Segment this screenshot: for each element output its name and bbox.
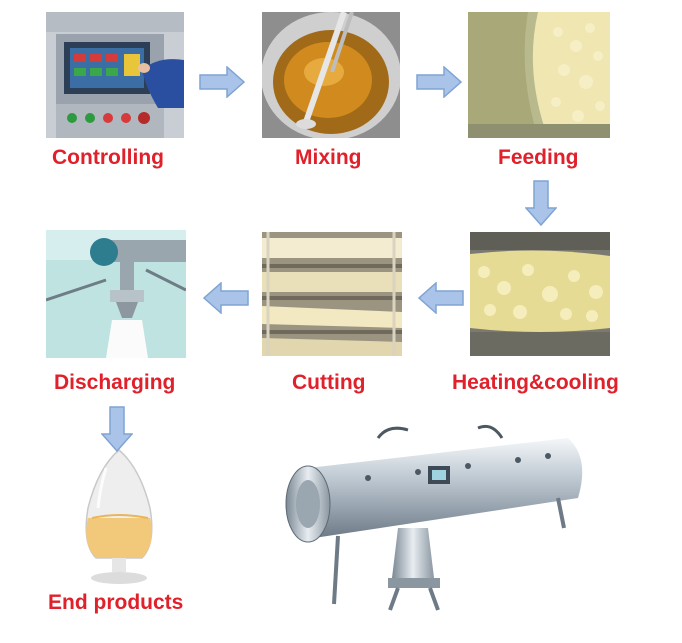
arrow-left-icon	[203, 282, 249, 314]
feeding-photo	[468, 12, 610, 138]
arrow-right-icon	[416, 66, 462, 98]
arrow-right-icon	[199, 66, 245, 98]
controlling-photo	[46, 12, 184, 138]
arrow-down-icon	[525, 180, 557, 226]
arrow-down-icon	[101, 406, 133, 452]
mixing-photo	[262, 12, 400, 138]
heating-cooling-photo	[470, 232, 610, 356]
step-label-heating-cooling: Heating&cooling	[452, 371, 619, 394]
dryer-machine-illustration	[278, 418, 600, 616]
end-products-label: End products	[48, 591, 184, 614]
discharging-photo	[46, 230, 186, 358]
step-label-discharging: Discharging	[54, 371, 176, 394]
step-label-mixing: Mixing	[295, 146, 362, 169]
step-label-controlling: Controlling	[52, 146, 164, 169]
step-label-feeding: Feeding	[498, 146, 579, 169]
arrow-left-icon	[418, 282, 464, 314]
end-products-photo	[78, 448, 160, 588]
cutting-photo	[262, 232, 402, 356]
step-label-cutting: Cutting	[292, 371, 366, 394]
